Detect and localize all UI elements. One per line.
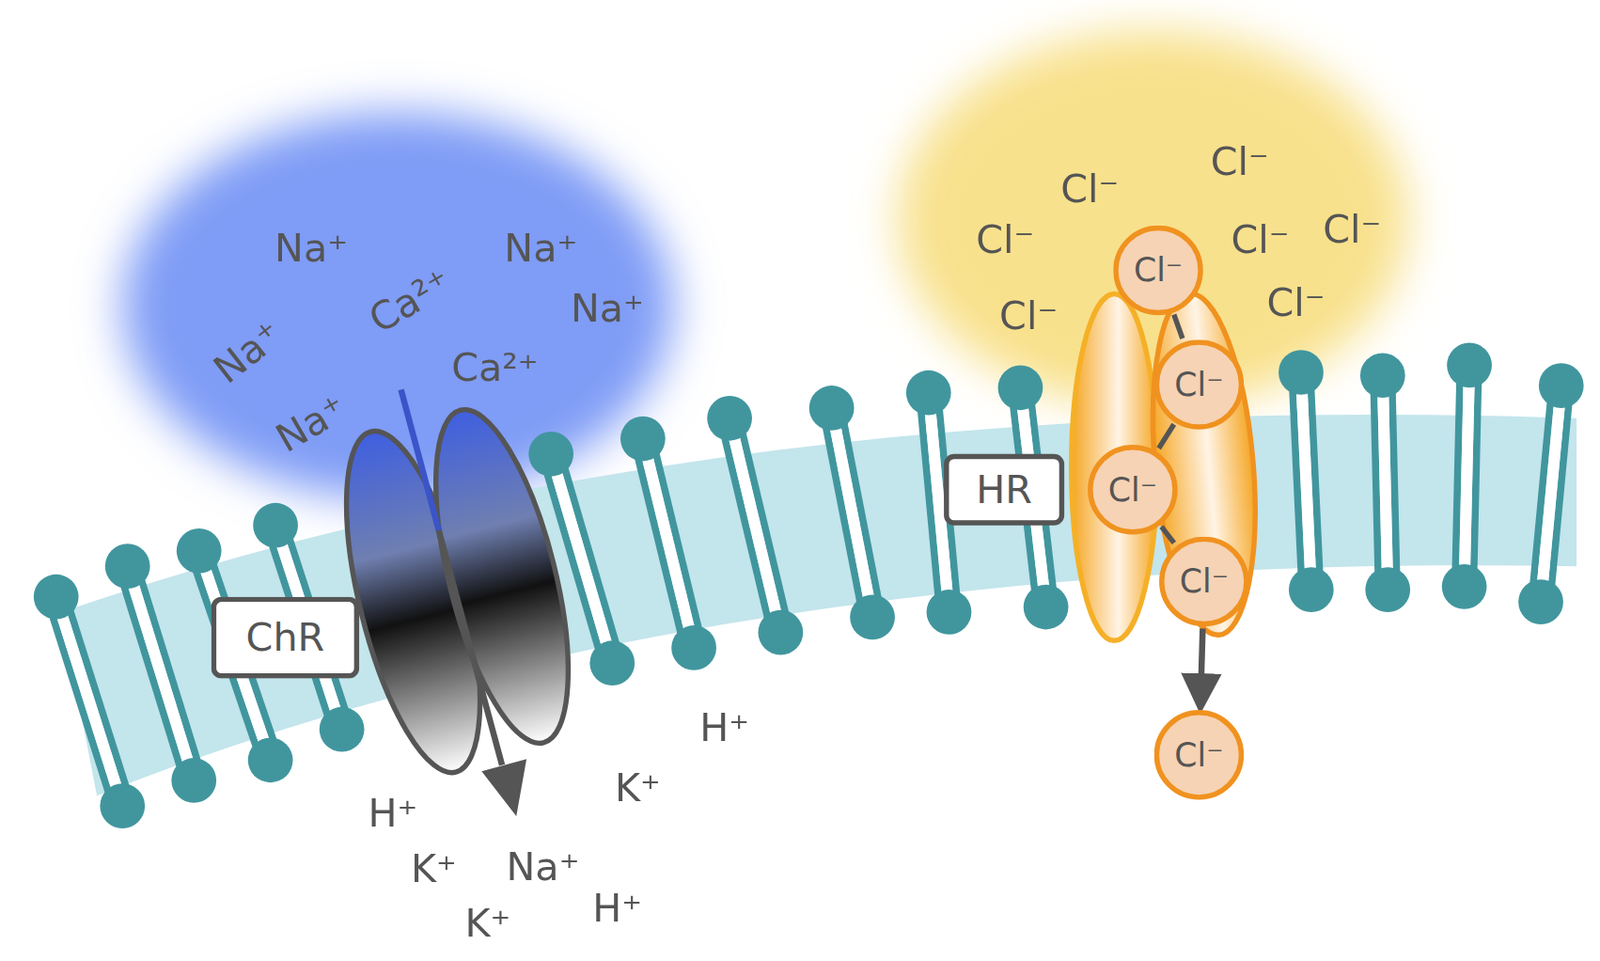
lipid-part (1023, 584, 1069, 630)
lipid-part (47, 599, 114, 809)
node-text: Cl⁻ (1174, 735, 1224, 774)
lipid-part (620, 416, 666, 462)
ion-label: H⁺ (699, 707, 750, 747)
ion-label: Ca²⁺ (451, 347, 538, 387)
lipid-part (99, 783, 145, 829)
ion-label: K⁺ (410, 849, 457, 889)
lipid-part (136, 563, 204, 778)
lipid-part (1540, 385, 1562, 602)
chloride-ion: Cl⁻ (1113, 225, 1204, 315)
lipid-part (706, 395, 753, 441)
lipid-part (248, 737, 294, 783)
node-text: Cl⁻ (1179, 562, 1229, 601)
chloride-ion: Cl⁻ (1154, 709, 1245, 800)
lipid-part (1446, 343, 1492, 389)
protein-label-box: ChR (211, 596, 360, 679)
lipid-part (171, 757, 217, 803)
ion-label: Na⁺ (274, 228, 348, 267)
ion-label: Na⁺ (506, 847, 581, 887)
node-text: Cl⁻ (1108, 470, 1158, 509)
lipid-part (1518, 579, 1564, 625)
lipid-part (998, 364, 1044, 410)
ion-label: K⁺ (464, 903, 511, 942)
lipid-part (643, 439, 694, 648)
ion-label: Cl⁻ (1060, 169, 1119, 208)
ion-label: Na⁺ (570, 288, 644, 328)
ion-label: Cl⁻ (1231, 219, 1290, 259)
lipid-part (1278, 349, 1324, 395)
lipid-part (757, 610, 803, 656)
lipid-part (33, 574, 79, 620)
lipid-part (906, 370, 952, 416)
lipid-part (64, 594, 132, 803)
node-text: Cl⁻ (1133, 250, 1183, 290)
chain-link (1159, 423, 1175, 449)
lipid-part (1288, 566, 1334, 612)
ion-label: Cl⁻ (975, 219, 1035, 259)
lipid-part (589, 640, 635, 686)
ion-label: Cl⁻ (1267, 283, 1326, 323)
lipid-part (127, 565, 195, 781)
lipid-part (738, 416, 790, 631)
ion-label: Cl⁻ (999, 297, 1058, 336)
ion-label: Na⁺ (503, 228, 578, 267)
node-text: ChR (246, 614, 326, 660)
ion-label: Cl⁻ (1210, 141, 1270, 181)
chloride-ion: Cl⁻ (1154, 339, 1245, 429)
lipid-part (252, 502, 299, 549)
lipid-part (105, 543, 151, 589)
protein-label-box: HR (943, 454, 1065, 526)
lipid-part (1392, 375, 1397, 590)
ion-label: Cl⁻ (1322, 209, 1381, 249)
lipid-part (319, 706, 365, 753)
chloride-ion: Cl⁻ (1087, 444, 1178, 534)
ion-label: K⁺ (614, 768, 661, 807)
lipid-part (1442, 564, 1488, 610)
lipid-part (176, 528, 222, 574)
lipid-part (831, 407, 873, 617)
transport-arrow (1200, 627, 1203, 706)
lipid-part (1301, 372, 1312, 590)
ion-label: H⁺ (368, 793, 419, 832)
lipid-part (1455, 364, 1460, 586)
lipid-part (671, 625, 717, 671)
chain-link (1174, 314, 1183, 339)
lipid-part (651, 436, 703, 645)
lipid-part (560, 451, 622, 660)
lipid-part (1382, 375, 1388, 590)
lipid-part (1464, 364, 1470, 586)
lipid-part (528, 431, 574, 477)
lipid-part (56, 596, 124, 806)
ion-label: H⁺ (592, 888, 643, 927)
node-text: Cl⁻ (1174, 364, 1224, 404)
chain-link (1161, 526, 1175, 543)
lipid-part (118, 568, 186, 784)
lipid-part (729, 418, 781, 633)
lipid-part (926, 589, 973, 635)
lipid-part (1373, 375, 1379, 590)
lipid-part (809, 385, 855, 431)
lipid-part (1360, 352, 1406, 398)
lipid-part (1364, 566, 1411, 612)
lipid-part (849, 595, 895, 641)
lipid-part (1473, 365, 1478, 587)
lipid-part (1538, 362, 1585, 408)
chloride-ion: Cl⁻ (1159, 536, 1250, 627)
node-text: HR (975, 467, 1033, 513)
